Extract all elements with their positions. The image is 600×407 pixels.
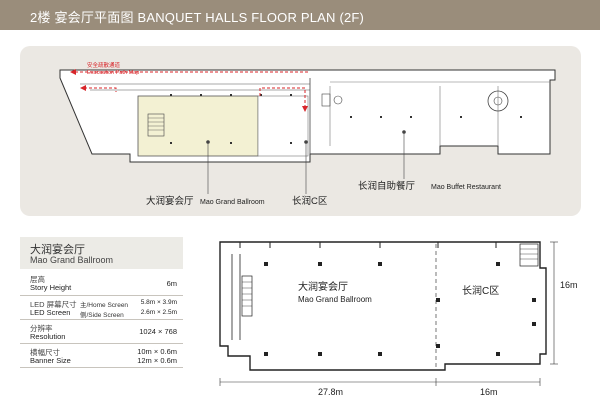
ballroom-spec-card: 大润宴会厅 Mao Grand Ballroom 层高 Story Height… xyxy=(20,237,183,385)
spec-title-en: Mao Grand Ballroom xyxy=(30,255,114,265)
ballroom-callout-en: Mao Grand Ballroom xyxy=(200,199,265,206)
elevator-symbol xyxy=(321,93,331,107)
buffet-callout-cn: 长润自助餐厅 xyxy=(358,180,416,192)
home-screen-label: 主/Home Screen xyxy=(80,302,129,309)
home-screen-value: 5.8m × 3.9m xyxy=(140,299,177,306)
spec-label-en: Story Height xyxy=(30,283,72,292)
detail-ballroom-cn: 大润宴会厅 xyxy=(298,280,348,293)
dimension-width-main: 27.8m xyxy=(318,387,343,397)
detail-c-zone: 长润C区 xyxy=(462,284,499,297)
stair-block xyxy=(241,275,253,317)
buffet-callout-en: Mao Buffet Restaurant xyxy=(431,184,501,191)
spec-value: 1024 × 768 xyxy=(139,327,177,336)
stair-circle xyxy=(333,95,343,105)
overview-plan-panel: 安全疏散通道 Evacuation Path Map 大润宴会厅 Mao Gra… xyxy=(20,46,581,216)
banner-value-1: 10m × 0.6m xyxy=(137,347,177,356)
dimension-height: 16m xyxy=(560,280,578,290)
evacuation-label-cn: 安全疏散通道 xyxy=(87,61,121,69)
spec-row-resolution: 分辨率 Resolution 1024 × 768 xyxy=(20,321,183,344)
overview-floor-plan: 安全疏散通道 Evacuation Path Map 大润宴会厅 Mao Gra… xyxy=(59,61,556,207)
evacuation-arrow-left xyxy=(70,69,76,75)
spec-row-led-screen: LED 屏幕尺寸 LED Screen 主/Home Screen 5.8m ×… xyxy=(20,297,183,320)
dimension-width-c: 16m xyxy=(480,387,498,397)
ballroom-detail-plan: 大润宴会厅 Mao Grand Ballroom 长润C区 27.8m 16m … xyxy=(219,241,578,397)
column-markers xyxy=(170,94,522,144)
spiral-stair-symbol xyxy=(487,90,509,112)
spec-row-story-height: 层高 Story Height 6m xyxy=(20,271,183,296)
detail-columns xyxy=(264,262,536,356)
stair-symbol xyxy=(147,113,165,137)
evacuation-arrow-left-2 xyxy=(80,85,86,91)
c-zone-area xyxy=(257,95,309,157)
detail-outline xyxy=(219,241,547,371)
spec-label-cn: 分辨率 xyxy=(30,324,53,333)
evacuation-path-left xyxy=(84,87,117,92)
header-bar: 2楼 宴会厅平面图 BANQUET HALLS FLOOR PLAN (2F) xyxy=(0,0,600,30)
spec-label-cn: 横幅尺寸 xyxy=(30,348,60,357)
evacuation-label-en: Evacuation Path Map xyxy=(87,70,139,76)
side-screen-label: 侧/Side Screen xyxy=(80,312,124,319)
spec-card-header: 大润宴会厅 Mao Grand Ballroom xyxy=(20,237,183,269)
evacuation-arrow-down xyxy=(302,106,308,112)
spec-label-en: LED Screen xyxy=(30,308,71,317)
spec-label-en: Banner Size xyxy=(30,356,71,365)
right-stair-block xyxy=(519,243,539,267)
spec-row-banner-size: 横幅尺寸 Banner Size 10m × 0.6m 12m × 0.6m xyxy=(20,345,183,368)
spec-label-en: Resolution xyxy=(30,332,66,341)
c-zone-callout: 长润C区 xyxy=(292,195,328,207)
banner-value-2: 12m × 0.6m xyxy=(137,356,177,365)
top-wall-details xyxy=(239,242,497,248)
ballroom-callout-cn: 大润宴会厅 xyxy=(146,195,194,207)
page-title: 2楼 宴会厅平面图 BANQUET HALLS FLOOR PLAN (2F) xyxy=(30,10,365,25)
spec-title-cn: 大润宴会厅 xyxy=(30,244,85,256)
spec-label-cn: LED 屏幕尺寸 xyxy=(30,300,77,309)
evacuation-path-right xyxy=(259,87,306,108)
detail-ballroom-en: Mao Grand Ballroom xyxy=(298,295,372,304)
spec-label-cn: 层高 xyxy=(30,275,45,284)
spec-value: 6m xyxy=(166,279,177,288)
side-screen-value: 2.6m × 2.5m xyxy=(140,309,177,316)
